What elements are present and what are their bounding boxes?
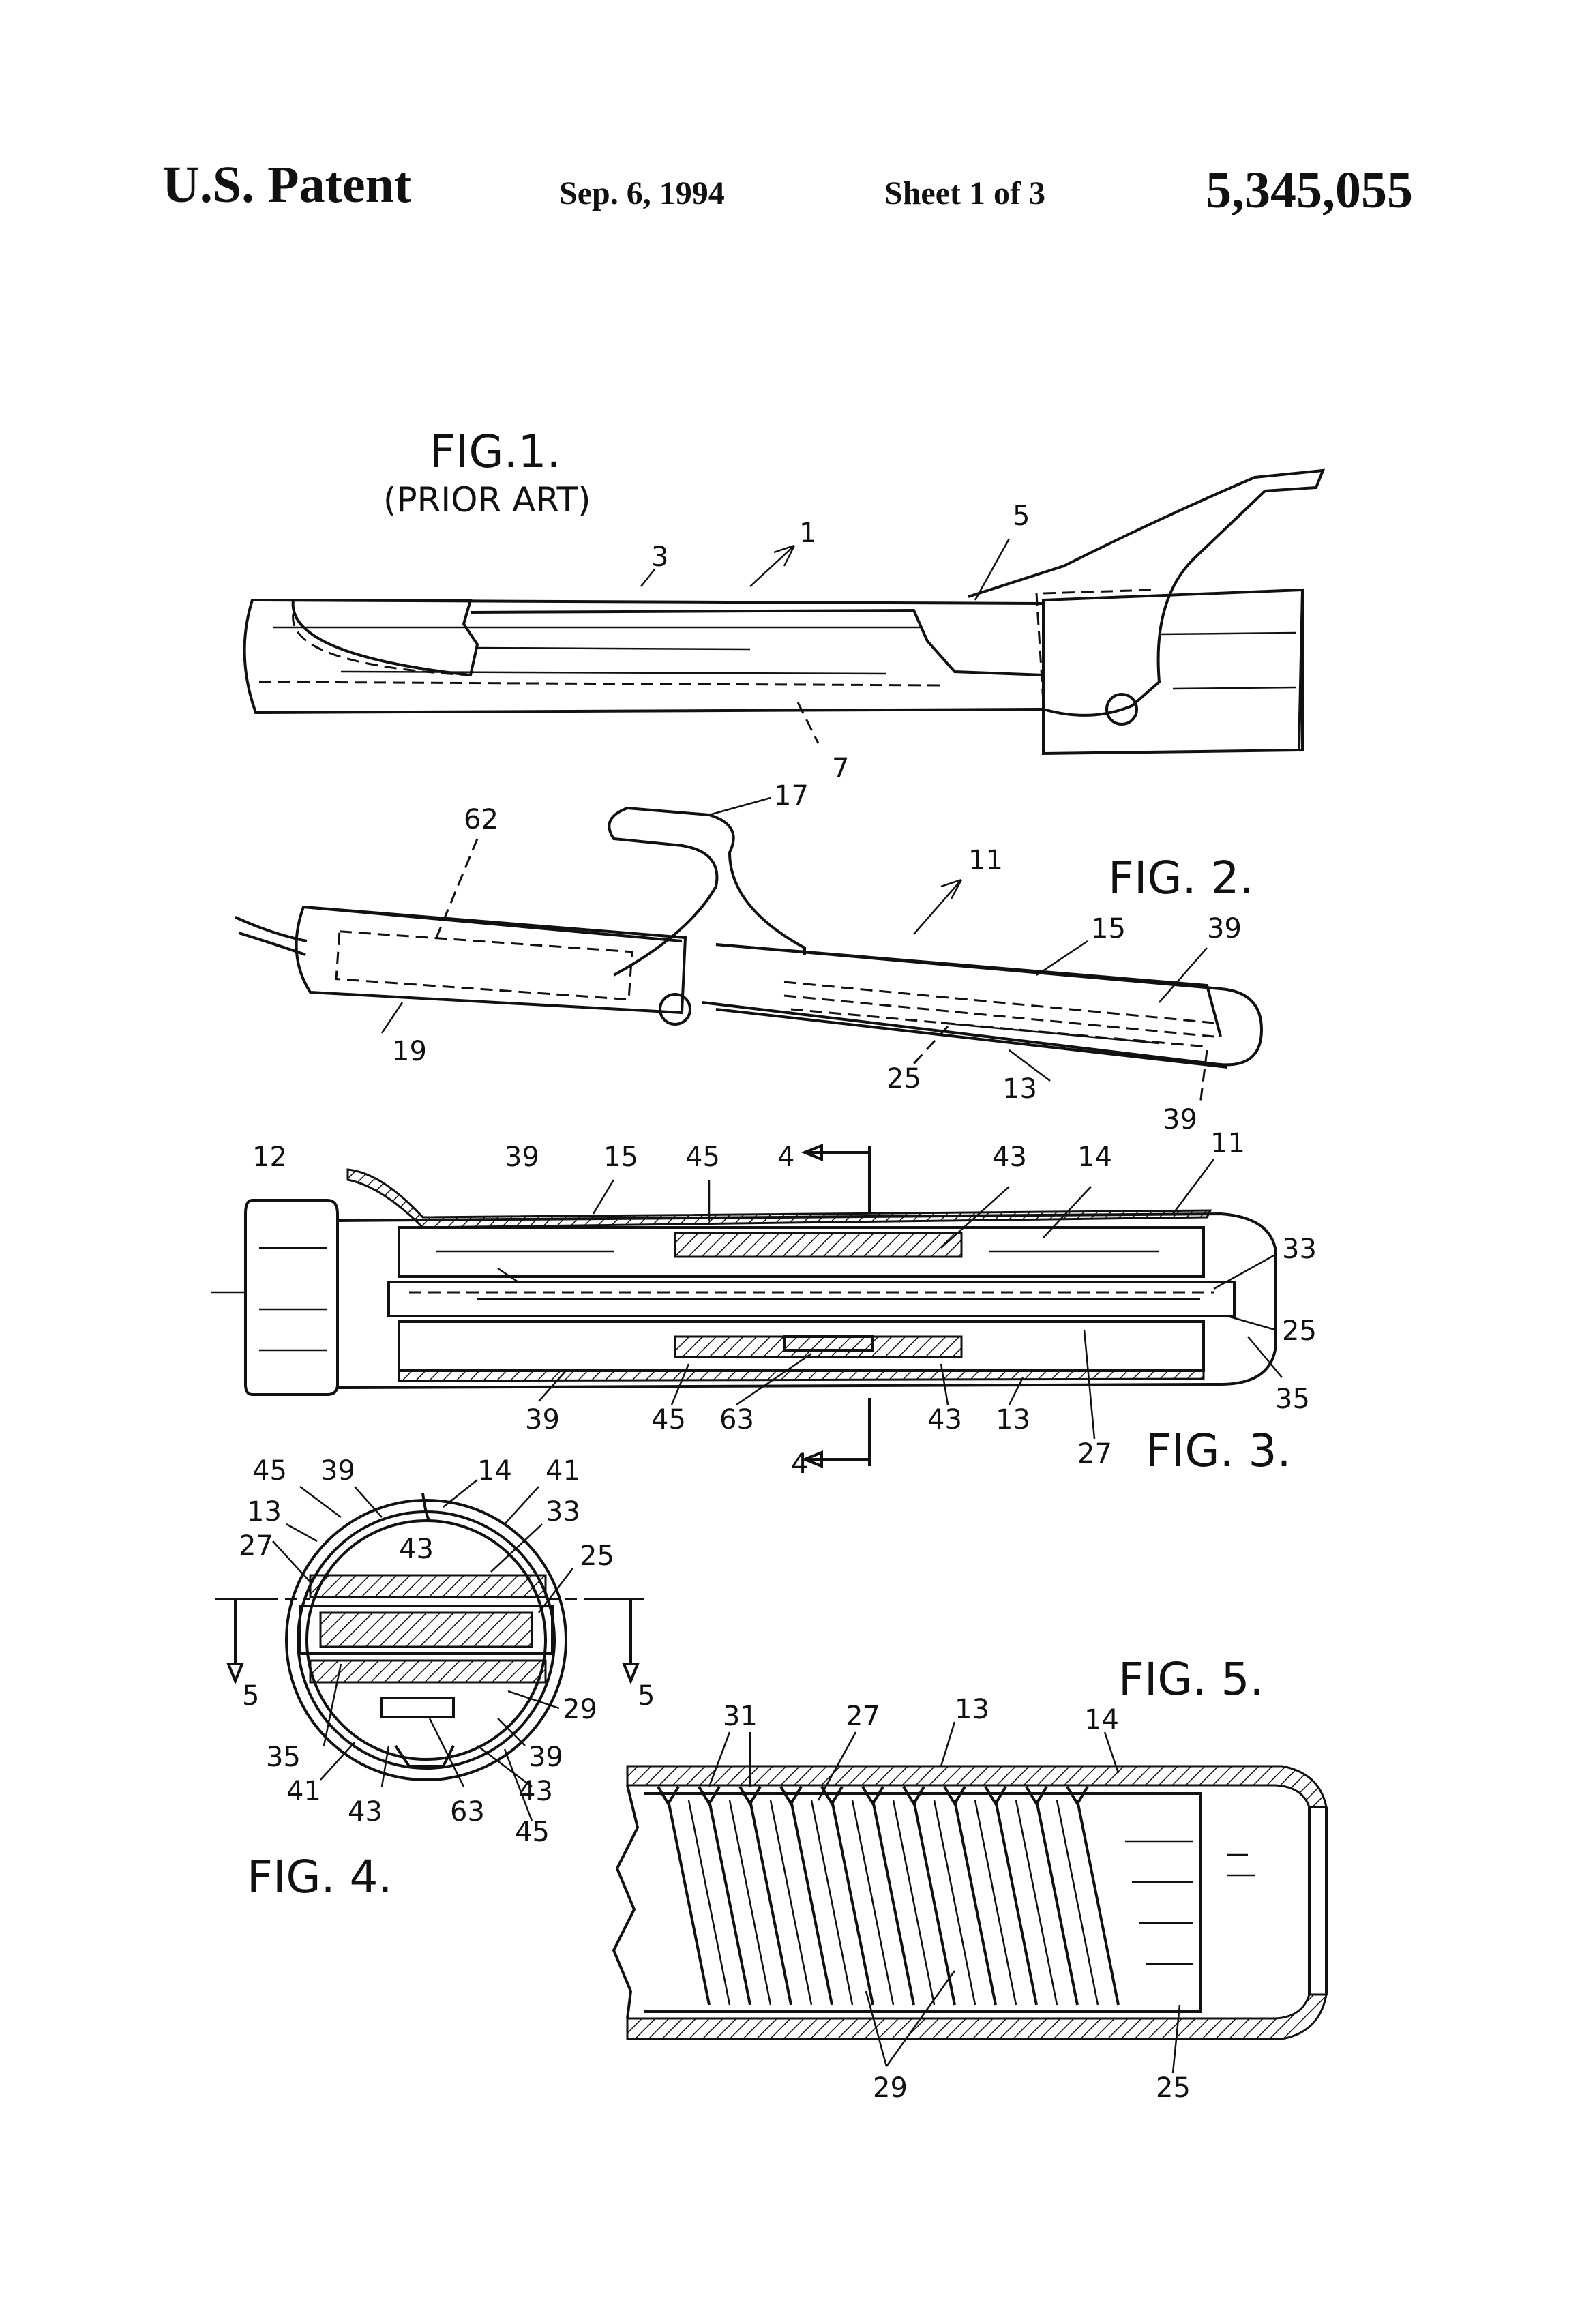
reference-numeral: 35: [266, 1742, 301, 1773]
fig2-title: FIG. 2.: [1108, 852, 1254, 904]
fig1-clamp: [293, 600, 477, 675]
reference-numeral: 25: [1156, 2072, 1191, 2104]
reference-numeral: 4: [777, 1142, 794, 1173]
reference-numeral: 41: [546, 1455, 580, 1487]
reference-numeral: 5: [1013, 501, 1030, 532]
reference-numeral: 19: [392, 1036, 427, 1067]
reference-numeral: 33: [1282, 1234, 1317, 1265]
reference-numeral: 45: [515, 1817, 550, 1848]
reference-numeral: 43: [927, 1404, 962, 1435]
figure-5: FIG. 5.: [614, 1653, 1326, 2104]
reference-numeral: 14: [477, 1455, 512, 1487]
reference-numeral: 25: [1282, 1315, 1317, 1347]
reference-numeral: 39: [525, 1404, 560, 1435]
reference-numeral: 5: [638, 1680, 655, 1712]
reference-numeral: 13: [247, 1496, 282, 1528]
fig1-handle: [1043, 590, 1302, 754]
reference-numeral: 63: [450, 1796, 485, 1828]
reference-numeral: 13: [996, 1404, 1030, 1435]
reference-numeral: 43: [348, 1796, 383, 1828]
reference-numeral: 39: [1207, 913, 1242, 944]
fig4-title: FIG. 4.: [247, 1851, 393, 1903]
reference-numeral: 29: [873, 2072, 908, 2104]
fig2-barrel: [702, 944, 1262, 1064]
reference-numeral: 45: [252, 1455, 287, 1487]
fig4-lower-plate: [310, 1660, 546, 1682]
fig2-pivot: [660, 994, 690, 1024]
reference-numeral: 14: [1077, 1142, 1112, 1173]
reference-numeral: 11: [968, 845, 1003, 876]
reference-numeral: 43: [399, 1534, 434, 1565]
reference-numeral: 43: [518, 1776, 553, 1807]
fig1-title: FIG.1.: [430, 426, 561, 478]
reference-numeral: 25: [886, 1063, 921, 1094]
reference-numeral: 3: [651, 541, 668, 573]
fig4-upper-plate: [310, 1575, 546, 1597]
reference-numeral: 25: [580, 1540, 614, 1572]
reference-numeral: 15: [603, 1142, 638, 1173]
fig4-element-63: [382, 1698, 453, 1717]
reference-numeral: 31: [723, 1701, 758, 1732]
reference-numeral: 13: [1002, 1073, 1037, 1105]
reference-numeral: 39: [528, 1742, 563, 1773]
reference-numeral: 4: [791, 1448, 808, 1480]
fig5-bottom-wall: [627, 1995, 1326, 2039]
reference-numeral: 11: [1210, 1128, 1245, 1159]
reference-numeral: 27: [1077, 1438, 1112, 1470]
reference-numeral: 63: [719, 1404, 754, 1435]
reference-numeral: 45: [685, 1142, 720, 1173]
reference-numeral: 27: [846, 1701, 880, 1732]
reference-numeral: 5: [242, 1680, 259, 1712]
reference-numeral: 45: [651, 1404, 686, 1435]
fig5-top-wall: [627, 1766, 1326, 1807]
fig5-title: FIG. 5.: [1118, 1653, 1264, 1705]
reference-numeral: 14: [1084, 1704, 1119, 1735]
fig3-title: FIG. 3.: [1146, 1425, 1292, 1477]
reference-numeral: 43: [992, 1142, 1027, 1173]
reference-numeral: 41: [286, 1776, 321, 1807]
reference-numeral: 39: [1163, 1104, 1197, 1135]
reference-numeral: 1: [799, 518, 816, 549]
reference-numeral: 33: [546, 1496, 580, 1528]
reference-numeral: 39: [505, 1142, 539, 1173]
reference-numeral: 17: [774, 780, 809, 811]
reference-numeral: 29: [563, 1694, 597, 1725]
figure-1: FIG.1. (PRIOR ART) 1 3 5 7: [245, 426, 1323, 784]
fig3-end-knob: [245, 1200, 338, 1395]
reference-numeral: 39: [320, 1455, 355, 1487]
reference-numeral: 12: [252, 1142, 287, 1173]
figure-2: FIG. 2. 62 17 11 15 39 19 25: [235, 780, 1262, 1135]
reference-numeral: 7: [832, 753, 849, 784]
reference-numeral: 62: [464, 804, 498, 835]
figure-3: FIG. 3.: [211, 1128, 1317, 1480]
reference-numeral: 27: [239, 1530, 273, 1562]
figure-4: FIG. 4. 45 39 14: [215, 1455, 655, 1903]
reference-numeral: 13: [955, 1694, 989, 1725]
fig5-helical-fins: [658, 1787, 1118, 2005]
reference-numeral: 35: [1275, 1384, 1310, 1415]
fig1-subtitle: (PRIOR ART): [383, 480, 591, 520]
reference-numeral: 15: [1091, 913, 1126, 944]
